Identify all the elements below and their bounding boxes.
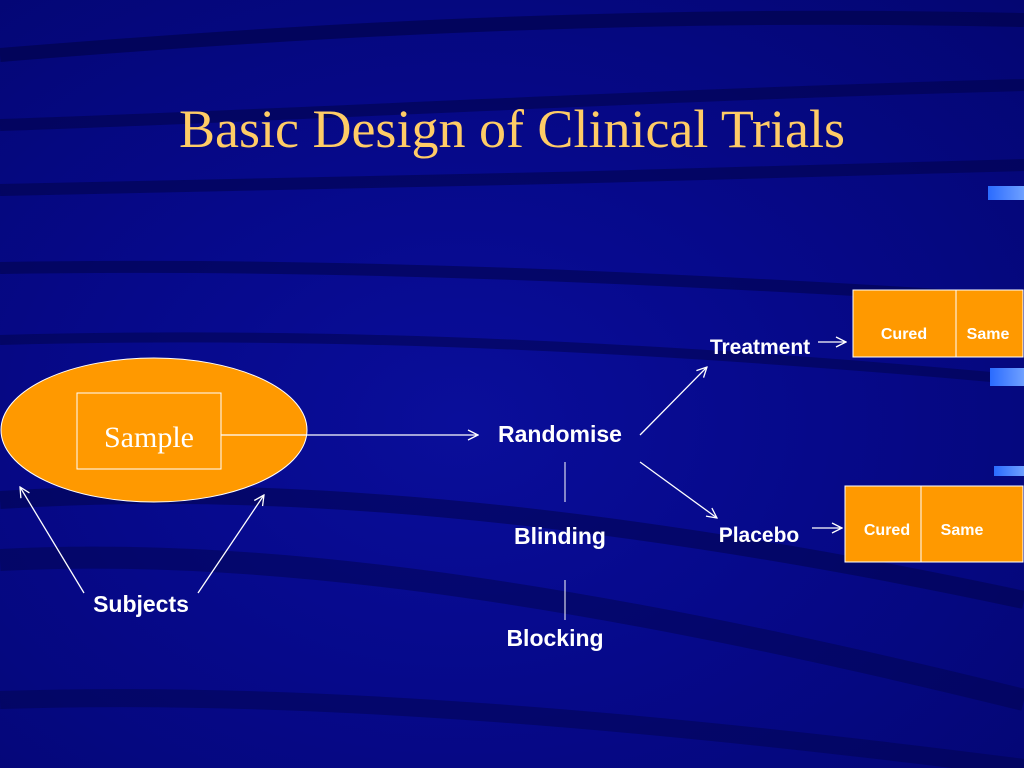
slide-title: Basic Design of Clinical Trials [179, 99, 845, 159]
blocking-label: Blocking [506, 625, 603, 651]
wave-8 [0, 689, 1024, 768]
randomise-to-treatment-arrow [639, 367, 707, 436]
placebo-outcome-box [844, 485, 1024, 563]
wave-5 [0, 332, 1024, 385]
treatment-cured-label: Cured [881, 326, 927, 343]
wave-3 [0, 159, 1024, 196]
placebo-cured-label: Cured [864, 522, 910, 539]
wave-7 [0, 546, 1024, 711]
subjects-arrow-right [197, 495, 264, 594]
sample-label: Sample [104, 421, 194, 454]
treatment-outcome-box [852, 289, 1024, 358]
accent-bar-1 [988, 186, 1024, 200]
treatment-label: Treatment [710, 336, 810, 359]
placebo-label: Placebo [719, 524, 800, 547]
subjects-label: Subjects [93, 591, 189, 617]
randomise-to-placebo-arrow [639, 461, 717, 518]
sample-box [76, 392, 222, 470]
accent-bar-3 [994, 466, 1024, 476]
randomise-label: Randomise [498, 421, 622, 447]
accent-bar-2 [990, 368, 1024, 386]
subjects-arrow-left [20, 487, 85, 594]
wave-1 [0, 10, 1024, 62]
wave-2 [0, 79, 1024, 131]
blinding-label: Blinding [514, 523, 606, 549]
placebo-same-label: Same [941, 522, 984, 539]
treatment-same-label: Same [967, 326, 1010, 343]
